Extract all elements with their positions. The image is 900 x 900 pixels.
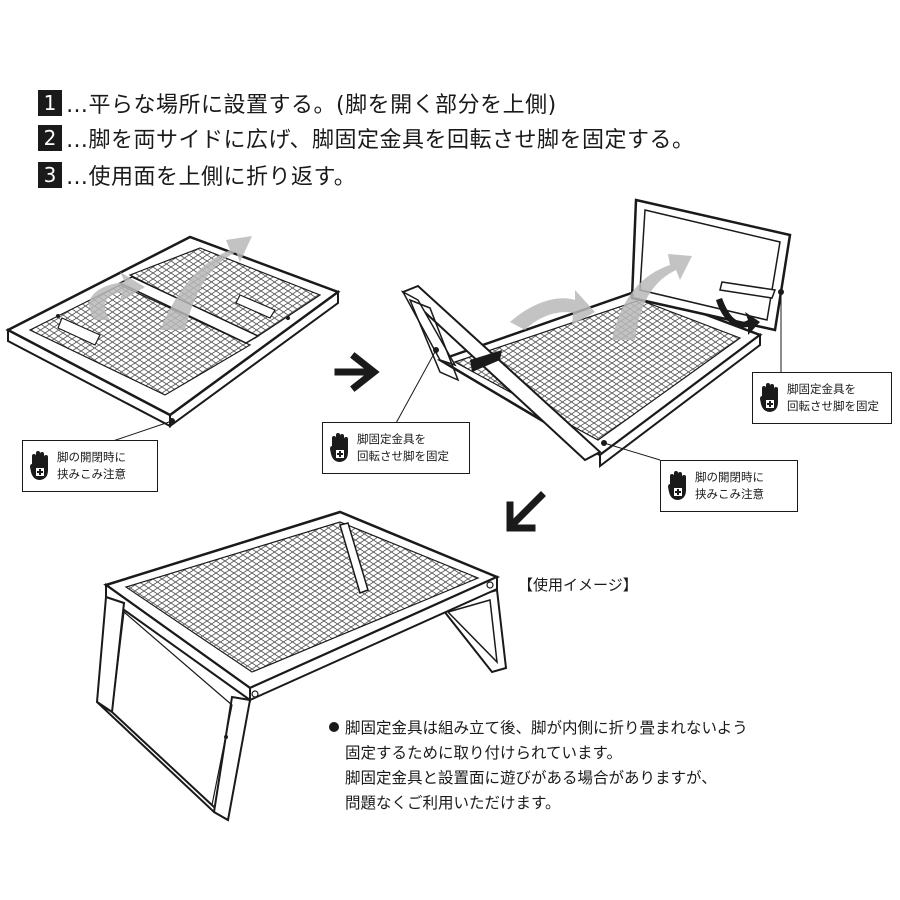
step-text: …脚を両サイドに広げ、脚固定金具を回転させ脚を固定する。	[66, 128, 695, 153]
callout-line: 挟みこみ注意	[695, 487, 764, 501]
rotate-bracket-arrow-icon	[716, 298, 760, 335]
step-number: 2	[38, 125, 62, 151]
callout-line: 脚固定金具を	[787, 382, 856, 396]
hand-caution-icon	[30, 451, 48, 480]
unfold-arrow-icon	[160, 236, 252, 330]
step-text: …使用面を上側に折り返す。	[66, 165, 357, 190]
hand-caution-icon	[760, 383, 778, 412]
note-line: 問題なくご利用いただけます。	[345, 794, 561, 812]
step-text: …平らな場所に設置する。(脚を開く部分を上側)	[66, 93, 557, 118]
leader-line	[109, 420, 173, 443]
bracket-callout: 脚固定金具を 回転させ脚を固定	[752, 372, 892, 424]
note-line: 脚固定金具と設置面に遊びがある場合がありますが、	[345, 769, 717, 787]
rotate-arrow-icon	[510, 290, 595, 330]
unfold-arrow-icon	[612, 254, 692, 340]
leader-line	[603, 442, 661, 461]
next-step-arrow-icon	[506, 491, 546, 532]
step-3: 3 …使用面を上側に折り返す。	[38, 160, 356, 190]
usage-image-label: 【使用イメージ】	[518, 576, 638, 594]
unfold-arrow-icon	[89, 272, 145, 320]
leader-line	[394, 349, 437, 426]
step-2: 2 …脚を両サイドに広げ、脚固定金具を回転させ脚を固定する。	[38, 123, 694, 153]
opened-legs-figure	[401, 198, 792, 469]
pinch-caution-callout: 脚の開閉時に 挟みこみ注意	[660, 460, 798, 512]
callout-line: 挟みこみ注意	[57, 467, 126, 481]
pinch-caution-callout: 脚の開閉時に 挟みこみ注意	[22, 440, 158, 492]
callout-line: 回転させ脚を固定	[357, 449, 449, 463]
bullet-icon	[329, 722, 339, 732]
callout-line: 脚固定金具を	[357, 432, 426, 446]
folded-table-figure	[5, 235, 341, 428]
table-in-use-figure	[95, 510, 508, 822]
callout-line: 回転させ脚を固定	[787, 399, 879, 413]
next-step-arrow-icon	[334, 352, 380, 392]
step-1: 1 …平らな場所に設置する。(脚を開く部分を上側)	[38, 88, 557, 118]
step-number: 3	[38, 162, 62, 188]
bracket-callout: 脚固定金具を 回転させ脚を固定	[322, 422, 470, 474]
hand-caution-icon	[330, 433, 348, 462]
step-number: 1	[38, 90, 62, 116]
callout-line: 脚の開閉時に	[57, 450, 126, 464]
usage-note: 脚固定金具は組み立て後、脚が内側に折り畳まれないよう 固定するために取り付けられ…	[329, 716, 748, 816]
note-line: 固定するために取り付けられています。	[345, 744, 622, 762]
hand-caution-icon	[668, 471, 686, 500]
callout-line: 脚の開閉時に	[695, 470, 764, 484]
note-line: 脚固定金具は組み立て後、脚が内側に折り畳まれないよう	[345, 719, 748, 737]
